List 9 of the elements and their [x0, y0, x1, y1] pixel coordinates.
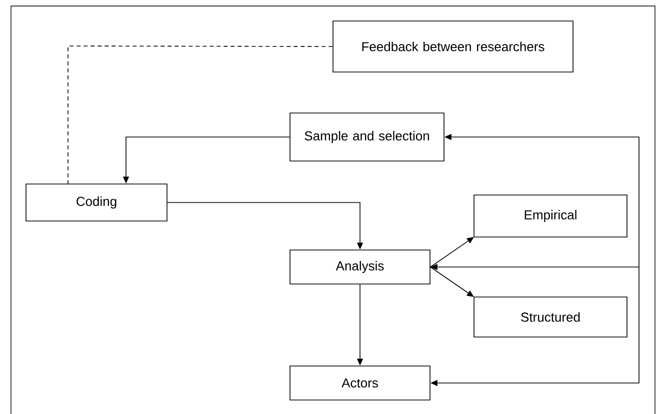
- process-box: Coding: [26, 184, 168, 222]
- process-box: Actors: [290, 366, 430, 400]
- arrow: [430, 237, 474, 268]
- arrow: [430, 266, 474, 297]
- process-box: Empirical: [474, 194, 628, 238]
- process-box: Structured: [474, 296, 628, 338]
- process-box: Sample and selection: [290, 112, 444, 162]
- process-box: Feedback between researchers: [332, 20, 574, 72]
- process-box: Analysis: [290, 250, 430, 284]
